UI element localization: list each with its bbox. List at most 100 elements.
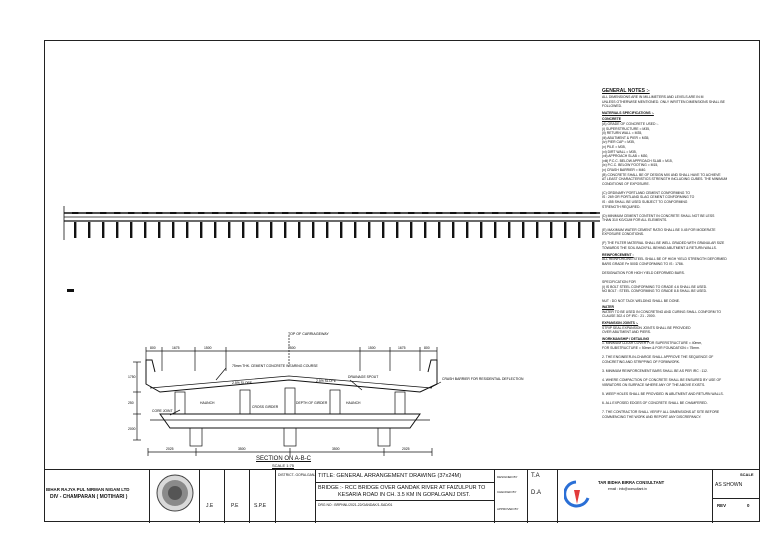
- concrete-lines-line: (i) SUPERSTRUCTURE = M35,: [602, 126, 650, 131]
- workmanship-lines: 1. MINIMUM CLEAR COVER FOR SUPERSTRUCTUR…: [602, 341, 750, 419]
- top-of-carriageway-label: TOP OF CARRIAGEWAY: [288, 332, 329, 336]
- water-lines: WATER TO BE USED IN CONCRETING AND CURIN…: [602, 310, 750, 319]
- pier-marker: [576, 212, 583, 238]
- cement-lines-line: AT LEAST CHARACTERISTICS STRENGTH INCLUD…: [602, 177, 728, 182]
- sig-je: J.E: [206, 503, 214, 509]
- cross-section: [133, 335, 442, 456]
- reinforcement-lines-line: DESIGNATION FOR HIGH YIELD DEFORMED BARS…: [602, 270, 685, 275]
- concrete-lines-line: (x) CRASH BARRIER = M40.: [602, 167, 647, 172]
- workmanship-lines-line: VIBRATORS ON SURFACE WHERE ANY OF THE AB…: [602, 382, 706, 387]
- concrete-lines-line: (viii) P.C.C. BELOW APPROACH SLAB = M15,: [602, 158, 673, 163]
- pier-marker: [394, 212, 401, 238]
- dim-bottom-2: 3500: [332, 447, 340, 451]
- top-dimensions: 800 1675 1500 7500 1500 1675 800: [150, 346, 430, 350]
- drawing-number: DRG NO : BRPNNL/2021-22/GANDAK/1-SAD/01: [318, 503, 393, 507]
- pier-marker: [310, 212, 317, 238]
- workmanship-lines-line: 4. WHERE COMPACTION OF CONCRETE SHALL BE…: [602, 378, 722, 383]
- client-line2: DIV - CHAMPARAN ( MOTIHARI ): [50, 494, 128, 500]
- intro-line: ALL DIMENSIONS ARE IN MILLIMETERS AND LE…: [602, 95, 704, 99]
- intro-line: UNLESS OTHERWISE MENTIONED. ONLY WRITTEN…: [602, 99, 725, 104]
- pier-marker: [590, 212, 597, 238]
- pier-marker: [548, 212, 555, 238]
- concrete-lines-line: (ix) P.C.C. BELOW FOOTING = M15,: [602, 163, 659, 168]
- district-cell: DISTRICT- GOPALGANJ: [276, 470, 316, 523]
- reinforcement-lines-line: NO BOLT : STEEL CONFORMING TO GRADE 8.8 …: [602, 289, 708, 294]
- section-title: SECTION ON A-B-C: [256, 456, 312, 462]
- concrete-lines-line: (iii) ABUTMENT & PIER = M35,: [602, 135, 650, 140]
- bottom-dimensions: 2025 3500 3500 2025: [166, 447, 410, 451]
- intro-line: FOLLOWED.: [602, 104, 622, 109]
- dim-left-1: 250: [128, 401, 134, 405]
- depth-of-girder-label: DEPTH OF GIRDER: [296, 401, 328, 405]
- bridge-line2: KESARIA ROAD IN CH. 3.5 KM IN GOPALGANJ …: [338, 492, 470, 498]
- pier-marker: [226, 212, 233, 238]
- expansion-title: EXPANSION JOINTS :-: [602, 320, 639, 325]
- workmanship-lines-line: 7. THE CONTRACTOR SHALL VERIFY ALL DIMEN…: [602, 410, 720, 415]
- dim-top-6: 800: [424, 346, 430, 350]
- expansion-lines-line: STRIP SEAL EXPANSION JOINTS SHALL BE PRO…: [602, 325, 691, 330]
- wearing-coat-text: 75mm THK. CEMENT CONCRETE WEARING COURSE: [232, 364, 319, 368]
- reinforcement-lines: ALL REINFORCING STEEL SHALL BE OF HIGH Y…: [602, 257, 750, 303]
- client-line1: BIHAR RAJYA PUL NIRMAN NIGAM LTD: [46, 487, 130, 492]
- client-seal-logo: [156, 474, 194, 512]
- pier-marker: [198, 212, 205, 238]
- title-divider: [316, 482, 495, 483]
- slope-left-label: 2.5% SLOPE: [232, 381, 253, 385]
- client-logo-cell: [150, 470, 200, 523]
- workmanship-title: WORKMANSHIP / DETAILING: [602, 336, 650, 341]
- pier-marker: [408, 212, 415, 238]
- pier-marker: [282, 212, 289, 238]
- water-title: WATER: [602, 305, 614, 310]
- dim-top-4: 1500: [368, 346, 376, 350]
- dash-marker: [67, 289, 74, 292]
- workmanship-lines-line: COMMENCING THE WORK AND REPORT ANY DISCR…: [602, 414, 702, 419]
- workmanship-lines-line: 2. THE ENGINEER-IN-CHARGE SHALL APPROVE …: [602, 355, 714, 360]
- approved-by-label: APPROVED BY: [497, 507, 519, 511]
- approval-cell: DESIGNED BY CHECKED BY APPROVED BY: [495, 470, 528, 523]
- reinforcement-lines-line: ALL REINFORCING STEEL SHALL BE OF HIGH Y…: [602, 257, 727, 262]
- reinforcement-lines-line: (i) IS BOLT STEEL CONFORMING TO GRADE 4.…: [602, 284, 708, 289]
- drawing-sheet-border: [44, 40, 760, 522]
- scale-rev-cell: SCALE AS SHOWN REV 0: [713, 470, 760, 523]
- sig-pe: P.E: [231, 503, 239, 509]
- reinforcement-title: REINFORCEMENT :: [602, 252, 634, 257]
- concrete-lines-line: (vi) DIRT WALL = M35,: [602, 149, 637, 154]
- pier-marker: [422, 212, 429, 238]
- pier-marker: [114, 212, 121, 238]
- pier-marker: [212, 212, 219, 238]
- pier-marker: [562, 212, 569, 238]
- pier-marker: [142, 212, 149, 238]
- piers: [72, 212, 597, 238]
- water-lines-line: CLAUSE 302.4 OF IRC : 21 - 2000.: [602, 314, 656, 319]
- dim-top-5: 1675: [398, 346, 406, 350]
- pier-marker: [380, 212, 387, 238]
- ta-label: T.A: [531, 473, 540, 479]
- concrete-lines-line: (A) GRADE OF CONCRETE USED :-: [602, 121, 659, 126]
- bridge-line1: BRIDGE :- RCC BRIDGE OVER GANDAK RIVER A…: [318, 485, 486, 491]
- pier-marker: [254, 212, 261, 238]
- section-scale: SCALE 1:75: [272, 463, 295, 468]
- pier-marker: [534, 212, 541, 238]
- notes-title: GENERAL NOTES :-: [602, 88, 650, 94]
- cement-lines-line: TOWARDS THE SOIL BACKFILL BEHIND ABUTMEN…: [602, 246, 717, 250]
- concrete-lines-line: (ii) RETURN WALL = M35,: [602, 131, 643, 136]
- cement-lines-line: (C) ORDINARY PORTLAND CEMENT CONFORMING …: [602, 190, 690, 195]
- title-block: BIHAR RAJYA PUL NIRMAN NIGAM LTD DIV - C…: [44, 469, 760, 523]
- haunch-left-label: HAUNCH: [200, 401, 215, 405]
- pier-marker: [324, 212, 331, 238]
- pier-marker: [72, 212, 79, 238]
- workmanship-lines-line: FOR SUBSTRUCTURE = 50mm & FOR FOUNDATION…: [602, 345, 700, 350]
- checked-by-label: CHECKED BY: [497, 490, 517, 494]
- pier-marker: [296, 212, 303, 238]
- reinforcement-lines-line: NUT : DO NOT TACK WELDING SHALL BE DONE.: [602, 298, 680, 303]
- client-cell: BIHAR RAJYA PUL NIRMAN NIGAM LTD DIV - C…: [44, 470, 150, 523]
- dwg-divider: [316, 500, 495, 501]
- concrete-title: CONCRETE: [602, 117, 622, 122]
- cross-girder-label: CROSS GIRDER: [252, 405, 279, 409]
- sig-spe: S.P.E: [254, 503, 267, 509]
- dim-bottom-1: 3500: [238, 447, 246, 451]
- cement-lines-line: (F) THE FILTER MATERIAL SHALL BE WELL GR…: [602, 241, 725, 246]
- cement-lines: (B) CONCRETE SHALL BE OF DESIGN MIX AND …: [602, 173, 750, 251]
- pier-marker: [100, 212, 107, 238]
